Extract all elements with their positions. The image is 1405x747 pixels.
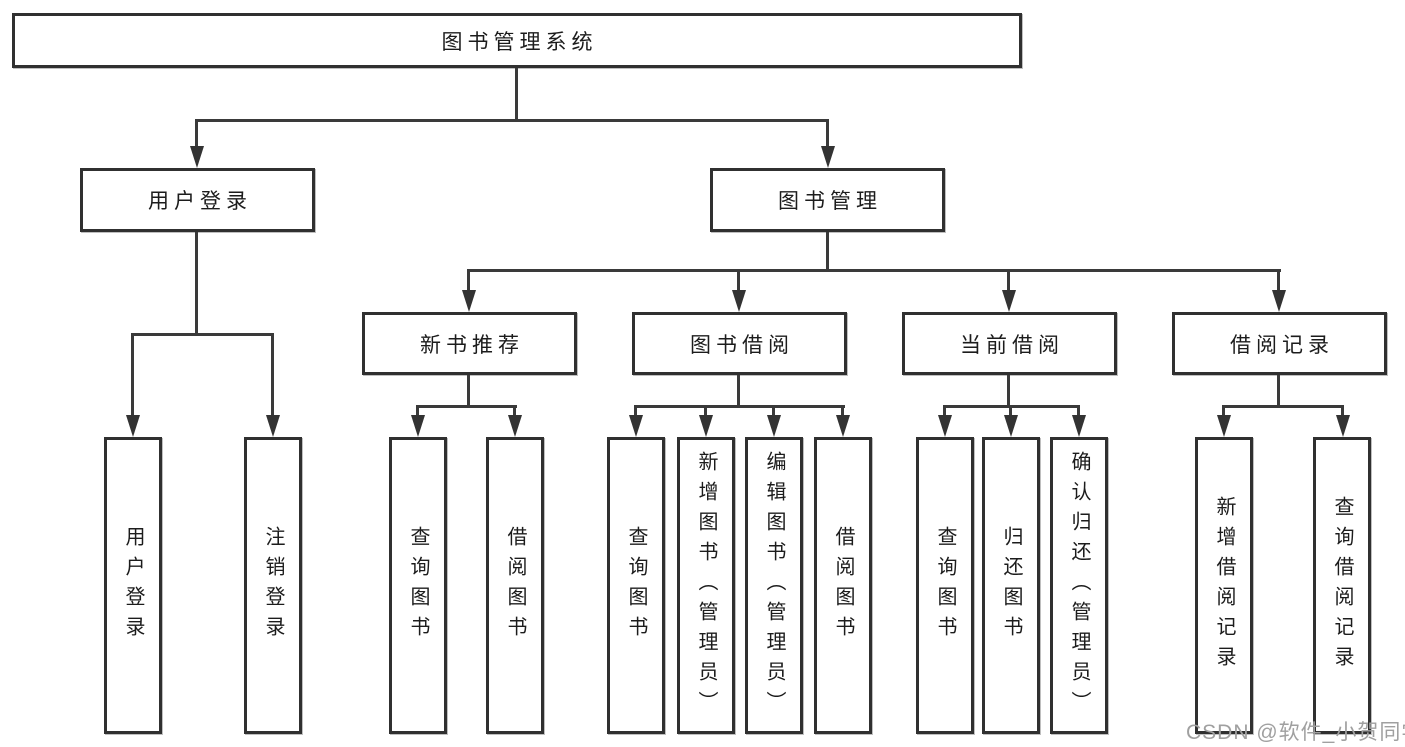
- connector-group-split: [416, 405, 517, 408]
- connector-root-stem: [515, 68, 518, 122]
- connector-root-split: [195, 119, 829, 122]
- connector-group-split: [634, 405, 845, 408]
- watermark: CSDN @软件_小贺同学: [1186, 721, 1405, 744]
- leaf-return-books: 归还图书: [982, 437, 1040, 734]
- connector-drop-leaf: [1077, 405, 1080, 418]
- connector-drop-leaf: [1341, 405, 1344, 418]
- connector-drop-leaf: [841, 405, 844, 418]
- arrowhead-icon: [508, 415, 522, 437]
- leaf-query-borrow-record: 查询借阅记录: [1313, 437, 1371, 734]
- leaf-add-books-admin: 新增图书（管理员）: [677, 437, 735, 734]
- connector-drop-leaf: [1009, 405, 1012, 418]
- arrowhead-icon: [411, 415, 425, 437]
- arrowhead-icon: [938, 415, 952, 437]
- node-book-management: 图书管理: [710, 168, 945, 232]
- leaf-query-books: 查询图书: [916, 437, 974, 734]
- connector-drop-leaf: [416, 405, 419, 418]
- leaf-edit-books-admin: 编辑图书（管理员）: [745, 437, 803, 734]
- connector-group-stem: [737, 375, 740, 408]
- connector-drop-leaf: [131, 333, 134, 418]
- arrowhead-icon: [1217, 415, 1231, 437]
- arrowhead-icon: [1272, 290, 1286, 312]
- arrowhead-icon: [732, 290, 746, 312]
- connector-drop-l3: [1007, 269, 1010, 293]
- arrowhead-icon: [1072, 415, 1086, 437]
- arrowhead-icon: [126, 415, 140, 437]
- arrowhead-icon: [767, 415, 781, 437]
- connector-group-stem: [1277, 375, 1280, 408]
- leaf-borrow-books: 借阅图书: [814, 437, 872, 734]
- connector-drop-user-login: [195, 119, 198, 149]
- leaf-query-books: 查询图书: [389, 437, 447, 734]
- node-library-management-system: 图书管理系统: [12, 13, 1022, 68]
- arrowhead-icon: [190, 146, 204, 168]
- arrowhead-icon: [1336, 415, 1350, 437]
- connector-drop-leaf: [513, 405, 516, 418]
- node-borrowing-records: 借阅记录: [1172, 312, 1387, 375]
- leaf-borrow-books: 借阅图书: [486, 437, 544, 734]
- connector-drop-leaf: [943, 405, 946, 418]
- connector-drop-leaf: [772, 405, 775, 418]
- node-book-borrowing: 图书借阅: [632, 312, 847, 375]
- leaf-query-books: 查询图书: [607, 437, 665, 734]
- leaf-add-borrow-record: 新增借阅记录: [1195, 437, 1253, 734]
- arrowhead-icon: [266, 415, 280, 437]
- connector-group-stem: [467, 375, 470, 408]
- arrowhead-icon: [462, 290, 476, 312]
- connector-user-login-split: [131, 333, 274, 336]
- arrowhead-icon: [836, 415, 850, 437]
- node-new-book-recommendation: 新书推荐: [362, 312, 577, 375]
- connector-drop-book-management: [826, 119, 829, 149]
- connector-drop-leaf: [634, 405, 637, 418]
- arrowhead-icon: [1004, 415, 1018, 437]
- node-current-borrowing: 当前借阅: [902, 312, 1117, 375]
- connector-drop-leaf: [704, 405, 707, 418]
- arrowhead-icon: [821, 146, 835, 168]
- leaf-confirm-return-admin: 确认归还（管理员）: [1050, 437, 1108, 734]
- connector-drop-l3: [467, 269, 470, 293]
- node-user-login: 用户登录: [80, 168, 315, 232]
- connector-drop-leaf: [1222, 405, 1225, 418]
- connector-drop-l3: [1277, 269, 1280, 293]
- leaf-user-login: 用户登录: [104, 437, 162, 734]
- arrowhead-icon: [629, 415, 643, 437]
- connector-drop-l3: [737, 269, 740, 293]
- connector-group-stem: [1007, 375, 1010, 408]
- arrowhead-icon: [699, 415, 713, 437]
- connector-group-split: [1222, 405, 1344, 408]
- leaf-logout: 注销登录: [244, 437, 302, 734]
- connector-drop-leaf: [271, 333, 274, 418]
- connector-book-mgmt-split: [467, 269, 1281, 272]
- arrowhead-icon: [1002, 290, 1016, 312]
- connector-book-mgmt-stem: [826, 232, 829, 272]
- connector-user-login-stem: [195, 232, 198, 335]
